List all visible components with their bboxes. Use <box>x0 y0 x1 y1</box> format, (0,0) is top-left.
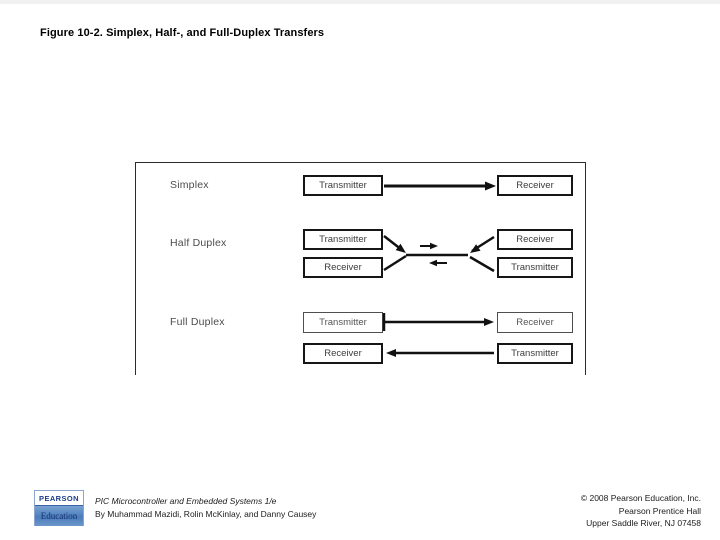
full-duplex-transmitter-top-box: Transmitter <box>303 312 383 333</box>
full-duplex-transmitter-bottom-box: Transmitter <box>497 343 573 364</box>
slide-top-edge <box>0 0 720 4</box>
simplex-receiver-box: Receiver <box>497 175 573 196</box>
half-duplex-receiver-right-box: Receiver <box>497 229 573 250</box>
row-label-simplex: Simplex <box>170 179 209 191</box>
full-duplex-receiver-bottom-box: Receiver <box>303 343 383 364</box>
book-credit: PIC Microcontroller and Embedded Systems… <box>95 495 316 521</box>
pearson-logo: PEARSON Education <box>34 490 84 526</box>
copyright-block: © 2008 Pearson Education, Inc. Pearson P… <box>581 492 701 530</box>
row-label-full-duplex: Full Duplex <box>170 316 225 328</box>
full-duplex-receiver-top-box: Receiver <box>497 312 573 333</box>
copyright-line-1: © 2008 Pearson Education, Inc. <box>580 493 701 503</box>
page-title: Figure 10-2. Simplex, Half-, and Full-Du… <box>40 27 325 39</box>
copyright-line-3: Upper Saddle River, NJ 07458 <box>586 518 701 528</box>
book-authors: By Muhammad Mazidi, Rolin McKinlay, and … <box>95 509 317 519</box>
book-title: PIC Microcontroller and Embedded Systems… <box>95 496 277 506</box>
half-duplex-transmitter-left-box: Transmitter <box>303 229 383 250</box>
row-label-half-duplex: Half Duplex <box>170 237 227 249</box>
pearson-education-band: Education <box>35 506 83 526</box>
pearson-wordmark: PEARSON <box>35 491 83 506</box>
half-duplex-receiver-left-box: Receiver <box>303 257 383 278</box>
simplex-transmitter-box: Transmitter <box>303 175 383 196</box>
copyright-line-2: Pearson Prentice Hall <box>618 505 701 516</box>
half-duplex-transmitter-right-box: Transmitter <box>497 257 573 278</box>
